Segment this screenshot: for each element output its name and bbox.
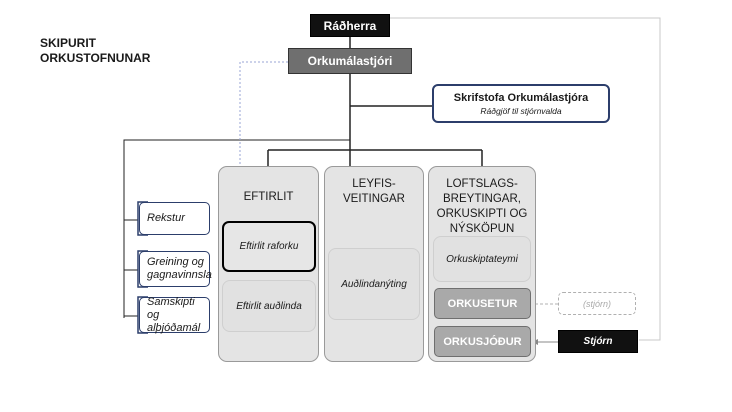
unit-orkuskiptateymi: Orkuskiptateymi <box>433 236 531 282</box>
minister-box: Ráðherra <box>310 14 390 37</box>
board-box: Stjórn <box>558 330 638 353</box>
column-heading-loftslagsbreytingar: LOFTSLAGS- BREYTINGAR, ORKUSKIPTI OG NÝS… <box>436 178 528 235</box>
unit-eftirlit-audlinda: Eftirlit auðlinda <box>222 280 316 332</box>
support-rekstur-label: Rekstur <box>147 212 185 224</box>
unit-audlindanyting: Auðlindanýting <box>328 248 420 320</box>
support-samskipti: Samskipti og alþjóðamál <box>139 295 210 334</box>
title-line-2: ORKUSTOFNUNAR <box>40 51 151 65</box>
board-dashed: (stjórn) <box>558 292 636 315</box>
unit-eftirlit-audlinda-label: Eftirlit auðlinda <box>236 300 302 312</box>
column-heading-eftirlit: EFTIRLIT <box>243 191 294 203</box>
unit-eftirlit-raforku-label: Eftirlit raforku <box>239 241 299 252</box>
unit-orkuskiptateymi-label: Orkuskiptateymi <box>446 253 518 265</box>
director-label: Orkumálastjóri <box>307 54 393 68</box>
minister-label: Ráðherra <box>323 18 377 33</box>
chart-title: SKIPURIT ORKUSTOFNUNAR <box>40 36 150 66</box>
title-line-1: SKIPURIT <box>40 36 97 50</box>
unit-orkusjodur-label: ORKUSJÓÐUR <box>443 335 522 348</box>
support-samskipti-label: Samskipti og alþjóðamál <box>147 295 201 334</box>
office-subtitle: Ráðgjöf til stjórnvalda <box>480 105 562 116</box>
office-box: Skrifstofa Orkumálastjóra Ráðgjöf til st… <box>432 84 610 123</box>
board-dashed-label: (stjórn) <box>582 298 611 309</box>
unit-eftirlit-raforku: Eftirlit raforku <box>222 221 316 272</box>
unit-orkusjodur: ORKUSJÓÐUR <box>434 326 531 357</box>
support-greining: Greining og gagnavinnsla <box>139 251 212 287</box>
director-box: Orkumálastjóri <box>288 48 412 74</box>
board-label: Stjórn <box>583 336 613 347</box>
support-rekstur: Rekstur <box>139 202 210 235</box>
unit-orkusetur-label: ORKUSETUR <box>447 297 518 310</box>
support-greining-label: Greining og gagnavinnsla <box>147 256 212 281</box>
column-heading-leyfisveitingar: LEYFIS- VEITINGAR <box>343 178 405 205</box>
unit-audlindanyting-label: Auðlindanýting <box>341 278 407 290</box>
office-title: Skrifstofa Orkumálastjóra <box>453 91 589 104</box>
unit-orkusetur: ORKUSETUR <box>434 288 531 319</box>
